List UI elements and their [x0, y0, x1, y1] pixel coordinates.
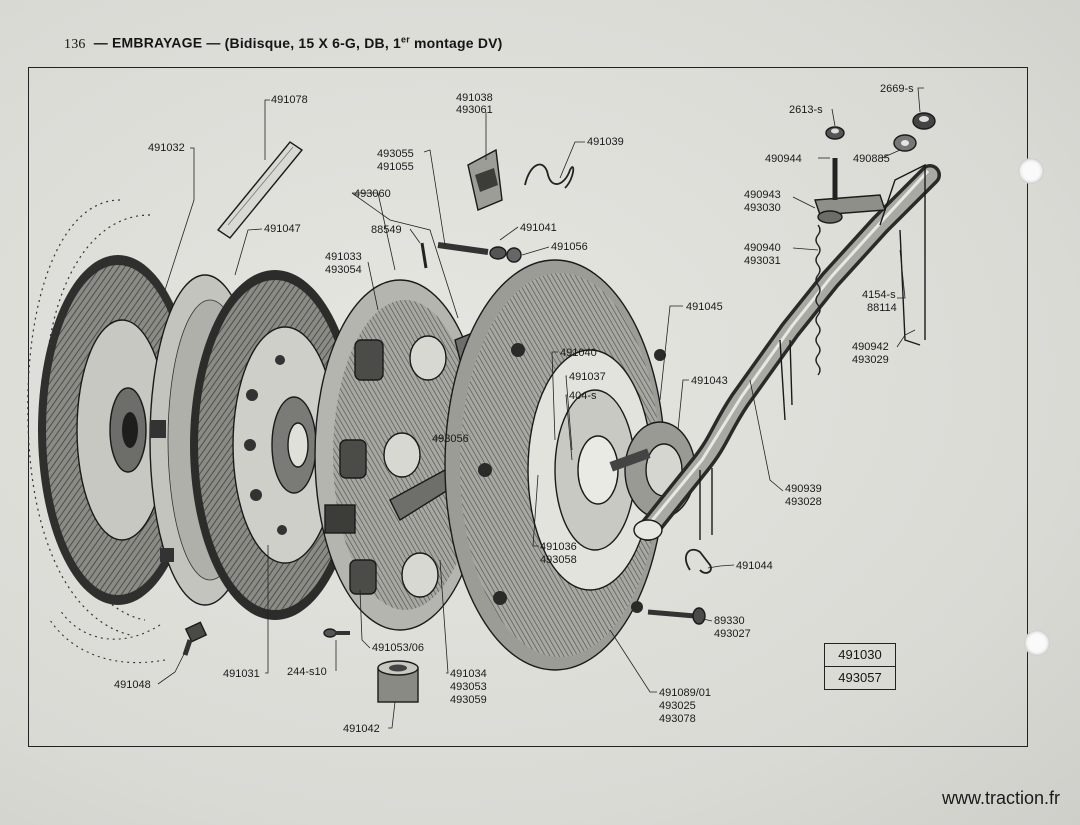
adjusting-lever: [814, 158, 886, 224]
bolt-89330: [647, 607, 706, 625]
part-label: 493053: [450, 681, 487, 693]
part-label: 491033: [325, 251, 362, 263]
part-label: 491078: [271, 94, 308, 106]
part-label: 491037: [569, 371, 606, 383]
page-header: 136 — EMBRAYAGE — (Bidisque, 15 X 6-G, D…: [64, 34, 503, 53]
part-label: 490939: [785, 483, 822, 495]
part-label: 88114: [867, 302, 897, 314]
punch-hole: [1018, 158, 1044, 184]
page-title: EMBRAYAGE: [112, 34, 203, 51]
part-label: 491056: [551, 241, 588, 253]
part-label: 493078: [659, 713, 696, 725]
pressure-plate-assembly: [314, 279, 486, 631]
part-label: 491053/06: [372, 642, 424, 654]
page-subtitle: (Bidisque, 15 X 6-G, DB, 1er montage DV): [224, 34, 503, 51]
washer-490885: [893, 134, 917, 152]
part-label: 491044: [736, 560, 773, 572]
part-label: 491040: [560, 347, 597, 359]
part-labels: 491078 491032 491047 491038 493061 49305…: [114, 83, 914, 735]
flywheel-outline: [27, 199, 166, 664]
part-label: 491031: [223, 668, 260, 680]
part-label: 89330: [714, 615, 745, 627]
part-label: 493056: [432, 433, 469, 445]
part-label: 493060: [354, 188, 391, 200]
hair-clip: [685, 548, 712, 574]
diagram-frame: [28, 67, 1028, 747]
part-label: 491039: [587, 136, 624, 148]
part-label: 491034: [450, 668, 487, 680]
part-label: 491042: [343, 723, 380, 735]
part-label: 2669-s: [880, 83, 914, 95]
return-spring: [815, 224, 821, 376]
part-label: 490942: [852, 341, 889, 353]
part-label: 4154-s: [862, 289, 896, 301]
header-dash: —: [93, 34, 108, 51]
part-label: 493029: [852, 354, 889, 366]
part-label: 491032: [148, 142, 185, 154]
part-label: 491041: [520, 222, 557, 234]
reference-number: 493057: [825, 666, 895, 689]
page-number: 136: [64, 36, 86, 52]
part-label: 491048: [114, 679, 151, 691]
front-friction-disc: [190, 270, 360, 620]
part-label: 493058: [540, 554, 577, 566]
screw-491048: [182, 621, 208, 656]
part-label: 491043: [691, 375, 728, 387]
part-label: 491089/01: [659, 687, 711, 699]
reference-box: 491030 493057: [824, 643, 896, 690]
part-label: 493054: [325, 264, 362, 276]
part-label: 2613-s: [789, 104, 823, 116]
nut-2613: [825, 126, 845, 140]
part-label: 490943: [744, 189, 781, 201]
reference-number: 491030: [838, 647, 882, 662]
part-label: 493061: [456, 104, 493, 116]
part-label: 493027: [714, 628, 751, 640]
rear-friction-disc: [38, 255, 198, 605]
wire-spring: [524, 163, 575, 189]
part-label: 88549: [371, 224, 402, 236]
adjusting-bolt: [437, 242, 522, 263]
part-label: 493030: [744, 202, 781, 214]
part-label: 244-s10: [287, 666, 327, 678]
part-label: 491045: [686, 301, 723, 313]
part-label: 491036: [540, 541, 577, 553]
part-label: 491038: [456, 92, 493, 104]
clutch-cover: [444, 259, 672, 671]
split-pin: [420, 242, 428, 269]
bushing: [377, 660, 419, 703]
punch-hole: [1024, 630, 1050, 656]
part-label: 490885: [853, 153, 890, 165]
part-label: 493025: [659, 700, 696, 712]
part-label: 490940: [744, 242, 781, 254]
part-label: 490944: [765, 153, 802, 165]
part-label: 404-s: [569, 390, 597, 402]
gauge-strip: [216, 141, 304, 239]
part-label: 493055: [377, 148, 414, 160]
website-watermark: www.traction.fr: [941, 788, 1060, 808]
release-fork-shaft: [633, 163, 941, 541]
part-label: 493031: [744, 255, 781, 267]
part-label: 493059: [450, 694, 487, 706]
leader-lines: [157, 87, 924, 729]
screw-244-s10: [323, 628, 350, 638]
part-label: 491055: [377, 161, 414, 173]
part-label: 493028: [785, 496, 822, 508]
retaining-clip: [467, 148, 503, 211]
part-label: 491047: [264, 223, 301, 235]
header-dash: —: [206, 34, 221, 51]
nut-2669: [912, 112, 936, 130]
